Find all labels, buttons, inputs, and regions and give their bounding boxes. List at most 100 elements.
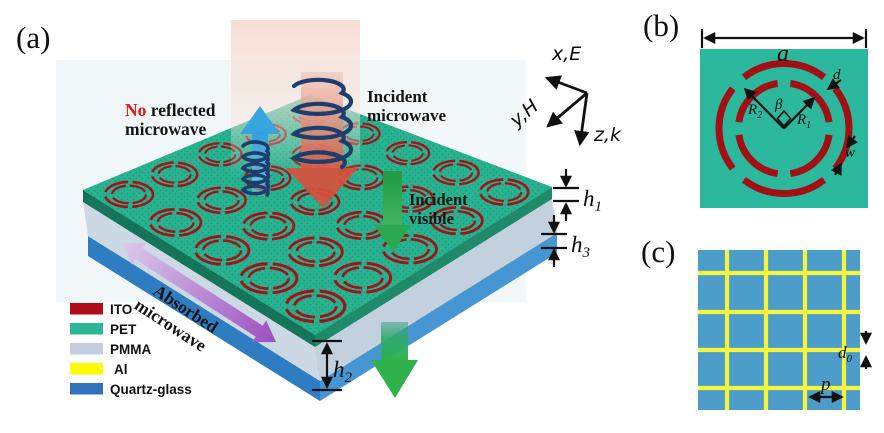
- split-ring-arc: [741, 176, 827, 197]
- pet-top-texture: [83, 95, 552, 335]
- incident-microwave-label: Incident microwave: [367, 87, 446, 125]
- legend-label-ito: ITO: [110, 302, 132, 317]
- microwave-spiral-incident: [289, 77, 354, 170]
- ito-ring: [381, 233, 438, 265]
- split-ring-arc: [741, 60, 827, 81]
- ito-ring: [333, 261, 393, 294]
- ito-ring-inner: [247, 266, 290, 290]
- ito-ring-inner: [156, 211, 195, 233]
- dim-r2: R2: [743, 87, 785, 130]
- axis-label-zk: z,k: [593, 124, 622, 146]
- ito-ring: [432, 159, 480, 186]
- ito-ring-inner: [157, 165, 192, 184]
- svg-text:d0: d0: [838, 343, 853, 365]
- legend-swatch-al: [70, 363, 103, 375]
- split-ring-arc: [735, 134, 779, 178]
- dim-a: a: [700, 29, 868, 67]
- dim-w: w: [830, 135, 858, 176]
- svg-text:h3: h3: [571, 232, 590, 261]
- dim-h2: h2: [312, 339, 353, 392]
- split-ring-resonator: [715, 60, 853, 197]
- svg-text:visible: visible: [409, 209, 454, 228]
- pet-front-left-face: [83, 190, 315, 347]
- svg-text:microwave: microwave: [367, 106, 446, 125]
- ito-ring-inner: [202, 239, 243, 262]
- dim-d0: d0: [838, 331, 873, 369]
- ito-ring-inner: [249, 215, 288, 237]
- svg-text:w: w: [845, 145, 855, 161]
- ito-ring: [196, 186, 247, 215]
- svg-text:Incident: Incident: [409, 190, 468, 209]
- microwave-spiral-reflected: [240, 140, 271, 197]
- svg-text:a: a: [777, 41, 789, 67]
- split-ring-arc: [832, 86, 853, 171]
- no-reflected-microwave-label: No reflected microwave: [125, 100, 216, 139]
- svg-text:Incident: Incident: [367, 87, 428, 106]
- ito-ring: [430, 206, 484, 236]
- legend-item-al: Al: [70, 362, 128, 377]
- legend-item-ito: ITO: [70, 302, 132, 317]
- glass-front-right-face: [320, 233, 557, 401]
- al-mesh-top-view: d0 p: [698, 250, 873, 410]
- ito-ring: [194, 235, 251, 266]
- ito-ring-inner: [341, 266, 384, 290]
- ito-ring: [150, 161, 199, 188]
- ito-ring-inner: [437, 210, 477, 232]
- incident-visible-arrow: [374, 171, 411, 252]
- legend-item-pet: PET: [70, 322, 137, 337]
- panel-a-letter: (a): [16, 20, 50, 55]
- dim-p: p: [808, 374, 844, 404]
- ito-ring: [383, 185, 435, 213]
- coordinate-axes: [544, 75, 590, 147]
- legend-swatch-ito: [70, 303, 103, 315]
- ito-ring-inner: [391, 189, 428, 209]
- legend-label-al: Al: [114, 362, 128, 377]
- legend-swatch-pmma: [70, 343, 103, 355]
- ito-ring-inner: [295, 240, 336, 263]
- svg-text:No reflected: No reflected: [125, 100, 216, 120]
- panel-b-letter: (b): [643, 8, 679, 43]
- transmitted-visible-arrow: [371, 322, 418, 398]
- ito-ring: [284, 289, 347, 324]
- dim-beta: β: [774, 97, 783, 113]
- ito-ring: [385, 140, 431, 166]
- ito-ring: [478, 178, 530, 206]
- ito-ring-inner: [344, 125, 375, 142]
- pmma-right-face: [315, 199, 557, 381]
- panel-c-letter: (c): [641, 234, 675, 269]
- ito-ring: [287, 236, 344, 268]
- legend-label-pet: PET: [110, 322, 137, 337]
- ito-ring: [338, 122, 381, 146]
- mesh-grid-lines: [698, 250, 860, 410]
- ito-ring-inner: [203, 190, 240, 211]
- split-ring-arc: [789, 134, 833, 178]
- ito-ring: [243, 165, 292, 192]
- ito-ring-inner: [344, 168, 379, 187]
- ito-ring-inner: [296, 191, 334, 212]
- svg-text:d: d: [833, 67, 841, 83]
- dim-r1: R1: [783, 96, 816, 131]
- unit-cell-top-view: a R2 R1 β d w: [700, 29, 868, 208]
- legend-item-pmma: PMMA: [70, 342, 151, 357]
- svg-text:h2: h2: [333, 357, 353, 386]
- ito-ring-inner: [250, 168, 285, 188]
- absorbed-microwave-arrow: [122, 242, 276, 343]
- incident-visible-label: Incident visible: [409, 190, 468, 228]
- legend-swatch-pet: [70, 323, 103, 335]
- dim-d: d: [826, 67, 842, 91]
- right-angle-marker: [776, 109, 792, 128]
- ito-ring: [103, 180, 155, 209]
- ito-ring: [239, 262, 299, 295]
- svg-text:R1: R1: [796, 112, 811, 131]
- ito-ring: [241, 211, 296, 241]
- pet-front-right-face: [315, 187, 552, 347]
- legend-label-pmma: PMMA: [110, 342, 151, 357]
- material-legend: ITO PET PMMA Al Quartz-glass: [70, 302, 192, 397]
- glass-front-left-face: [88, 236, 320, 401]
- svg-text:p: p: [819, 374, 831, 395]
- pet-slab: [83, 95, 552, 347]
- axis-label-xe: x,E: [551, 43, 581, 65]
- ito-ring-inner: [486, 182, 523, 203]
